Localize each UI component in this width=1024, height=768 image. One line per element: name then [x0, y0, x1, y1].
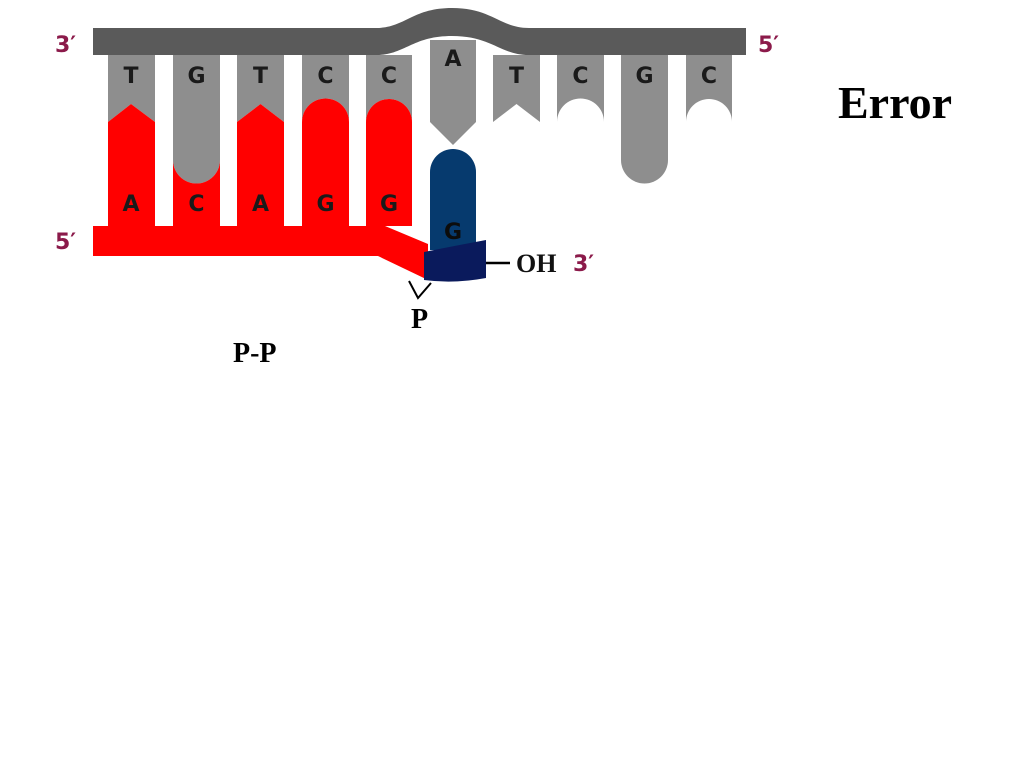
template-base-label: T — [253, 64, 268, 89]
new-base-c-1 — [173, 160, 220, 226]
template-base-label: C — [572, 64, 588, 89]
new-base-a-1 — [108, 104, 155, 226]
template-base-label: T — [509, 64, 524, 89]
new-strand-right-end-label: 3′ — [573, 252, 594, 277]
new-base-label: C — [188, 192, 204, 217]
new-strand-left-end-label: 5′ — [55, 230, 76, 255]
template-base-label: C — [317, 64, 333, 89]
template-base-t-3 — [493, 55, 540, 122]
template-base-label: G — [187, 64, 205, 89]
template-base-label: G — [635, 64, 653, 89]
new-backbone — [93, 226, 428, 280]
template-backbone — [93, 8, 746, 55]
template-base-t-1 — [108, 55, 155, 122]
mismatched-base-g — [430, 149, 476, 250]
template-base-g-1 — [173, 55, 220, 184]
phosphate-pointer — [408, 280, 432, 300]
template-right-end-label: 5′ — [758, 33, 779, 58]
new-base-label: A — [252, 192, 269, 217]
pyrophosphate-bond-label: P-P — [233, 338, 277, 369]
template-base-label: C — [701, 64, 717, 89]
new-base-a-2 — [237, 104, 284, 226]
new-base-label: A — [122, 192, 139, 217]
template-base-g-2 — [621, 55, 668, 184]
new-base-g-1 — [302, 98, 349, 226]
hydroxyl-label: OH — [516, 249, 556, 278]
phosphate-label: P — [411, 304, 428, 335]
template-base-t-2 — [237, 55, 284, 122]
new-base-g-2 — [366, 99, 412, 226]
template-base-c-2 — [366, 55, 412, 122]
template-base-a-unpaired — [430, 40, 476, 145]
template-base-label: A — [444, 47, 461, 72]
mismatched-sugar — [424, 240, 486, 282]
template-base-c-4 — [686, 55, 732, 122]
template-base-label: C — [381, 64, 397, 89]
mismatched-base-label: G — [444, 220, 462, 245]
template-base-c-3 — [557, 55, 604, 122]
new-base-label: G — [380, 192, 398, 217]
template-base-label: T — [123, 64, 138, 89]
error-title: Error — [838, 77, 953, 128]
new-base-label: G — [316, 192, 334, 217]
template-left-end-label: 3′ — [55, 33, 76, 58]
template-base-c-1 — [302, 55, 349, 122]
